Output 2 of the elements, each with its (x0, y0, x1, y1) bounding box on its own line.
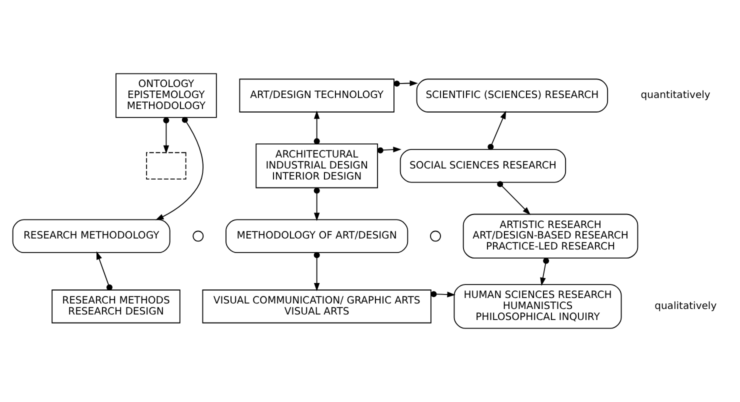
label: qualitatively (654, 300, 717, 312)
label: quantitatively (640, 90, 710, 102)
